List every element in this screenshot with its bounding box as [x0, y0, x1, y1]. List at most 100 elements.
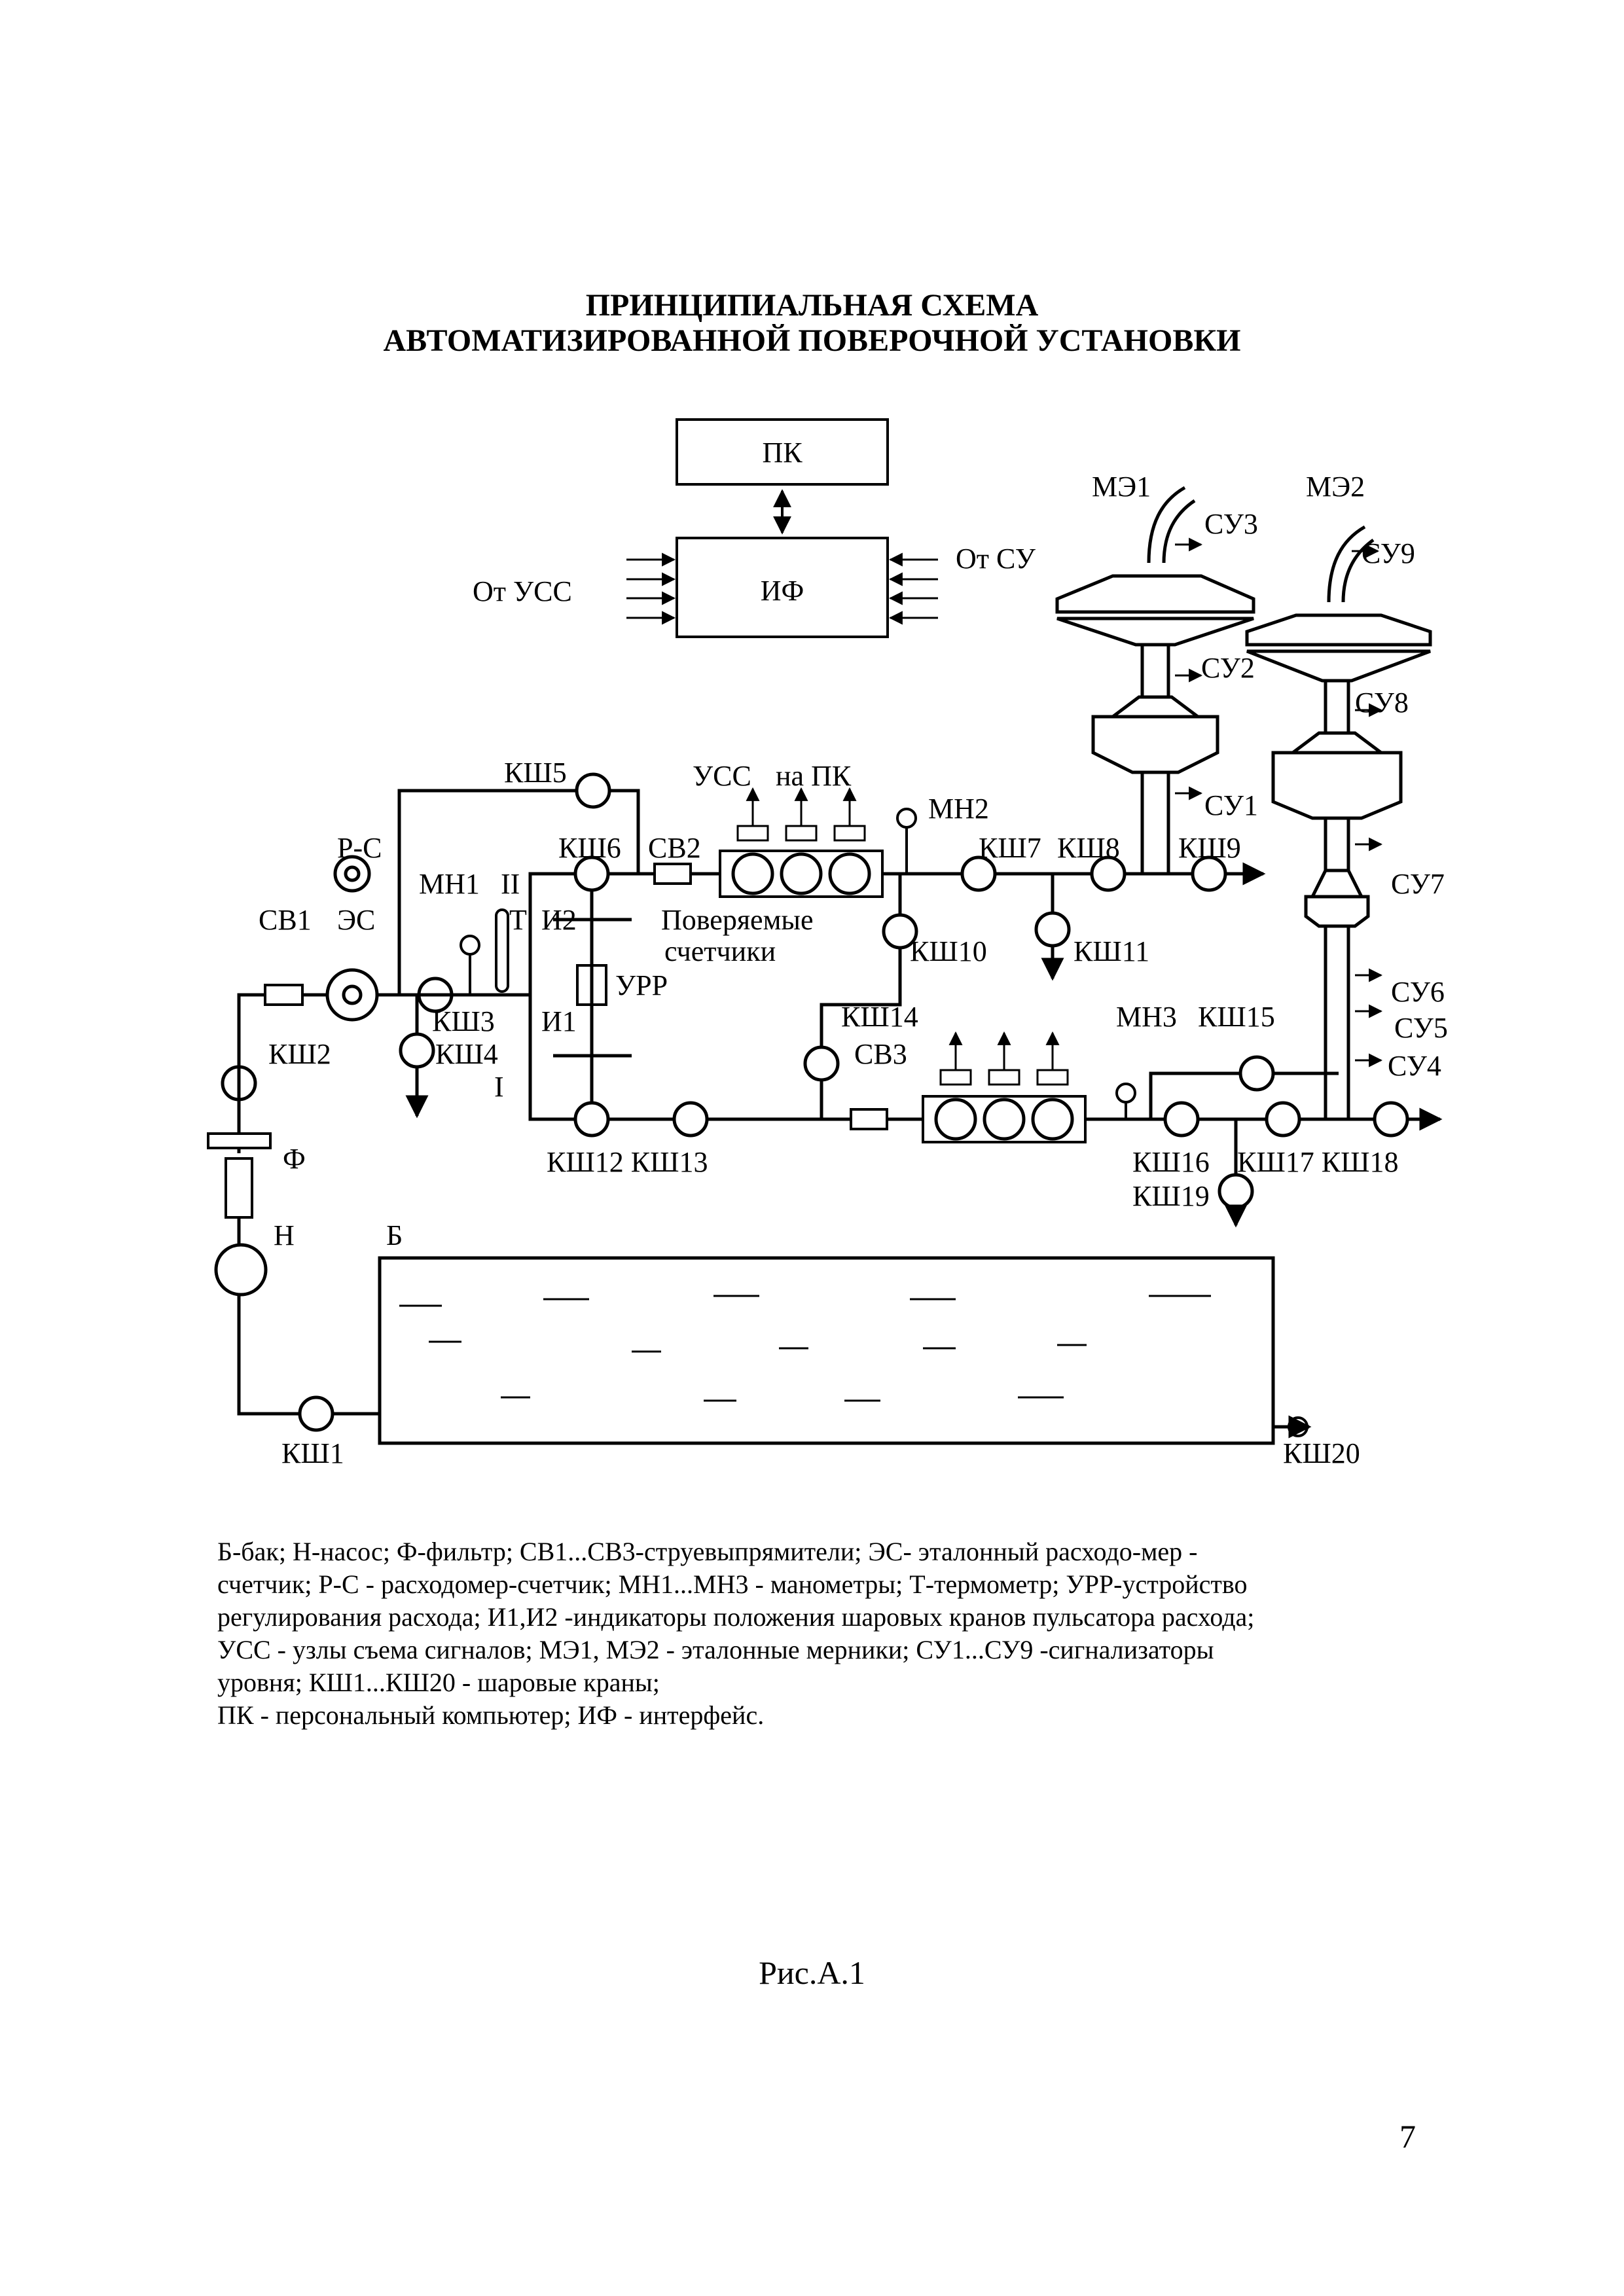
label-roman2: II: [501, 868, 520, 900]
me1-upper-vessel-cone: [1056, 617, 1254, 647]
label-ksh17-18: КШ17 КШ18: [1237, 1146, 1398, 1178]
counter-upper-1: [731, 852, 774, 895]
legend-line: уровня; КШ1...КШ20 - шаровые краны;: [217, 1668, 660, 1697]
label-su8: СУ8: [1355, 687, 1409, 719]
title-line-2: АВТОМАТИЗИРОВАННОЙ ПОВЕРОЧНОЙ УСТАНОВКИ: [383, 323, 1241, 358]
label-na-pk: на ПК: [776, 760, 852, 792]
label-es: ЭС: [337, 904, 375, 936]
me2-lower-vessel-top: [1309, 869, 1365, 899]
pipe-bypass-ksh5: [397, 789, 640, 995]
label-ksh6: КШ6: [558, 832, 621, 864]
label-ksh11: КШ11: [1074, 935, 1149, 967]
legend-line: ПК - персональный компьютер; ИФ - интерф…: [217, 1700, 765, 1730]
label-ot-uss: От УСС: [473, 575, 572, 607]
legend-line: Б-бак; Н-насос; Ф-фильтр; СВ1...СВ3-стру…: [217, 1537, 1198, 1566]
label-sv3: СВ3: [854, 1038, 907, 1070]
flowmeter-rs-inner: [344, 865, 361, 882]
valve-ksh15: [1238, 1055, 1275, 1092]
uss-upper: [736, 787, 866, 842]
label-i1: И1: [541, 1005, 577, 1037]
su-input-arrows: [888, 552, 938, 625]
label-su6: СУ6: [1391, 976, 1445, 1008]
label-me2: МЭ2: [1306, 471, 1365, 503]
pipe-ksh10-down: [820, 948, 902, 1047]
me2-mid-vessel-top: [1288, 731, 1386, 755]
pipe-pulsator-frame: [528, 872, 576, 1121]
label-urr: УРР: [615, 969, 668, 1001]
label-mn3: МН3: [1116, 1001, 1177, 1033]
filter-cap: [207, 1132, 272, 1149]
valve-ksh12: [573, 1101, 610, 1138]
legend-line: счетчик; Р-С - расходомер-счетчик; МН1..…: [217, 1570, 1248, 1599]
pump: [214, 1243, 268, 1297]
uss-lower: [939, 1031, 1069, 1086]
label-su5: СУ5: [1394, 1012, 1448, 1044]
flowmeter-rs: [333, 855, 371, 893]
counter-lower-3: [1031, 1098, 1074, 1141]
page-number: 7: [1399, 2118, 1416, 2155]
label-rs: Р-С: [337, 832, 382, 864]
pk-box: [676, 418, 889, 486]
counter-upper-3: [828, 852, 871, 895]
flow-straightener-sv2: [653, 863, 692, 885]
label-uss: УСС: [693, 760, 751, 792]
label-b: Б: [386, 1219, 403, 1251]
label-ksh9: КШ9: [1178, 832, 1241, 864]
level-sensor-arrows: [1175, 537, 1383, 1067]
label-ot-su: От СУ: [956, 543, 1036, 575]
valve-ksh18: [1373, 1101, 1409, 1138]
counter-lower-1: [934, 1098, 977, 1141]
label-ksh20: КШ20: [1283, 1437, 1360, 1469]
valve-ksh13: [672, 1101, 709, 1138]
label-n: Н: [274, 1219, 295, 1251]
valve-ksh17: [1265, 1101, 1301, 1138]
me1-lower-vessel: [1091, 715, 1219, 774]
pipe-ksh15: [1149, 1071, 1339, 1119]
flow-straightener-sv3: [850, 1108, 888, 1130]
label-su2: СУ2: [1201, 652, 1255, 684]
label-ksh4: КШ4: [435, 1038, 498, 1070]
flow-straightener-sv1: [264, 984, 304, 1006]
label-sv2: СВ2: [648, 832, 701, 864]
label-f: Ф: [283, 1143, 306, 1175]
filter: [225, 1157, 253, 1219]
tank-water-lines: [399, 1295, 1211, 1402]
label-t: Т: [509, 904, 527, 936]
label-sv1: СВ1: [259, 904, 312, 936]
label-if: ИФ: [761, 575, 804, 607]
tank: [378, 1256, 1275, 1445]
label-ksh14: КШ14: [841, 1001, 918, 1033]
label-ksh3: КШ3: [432, 1005, 495, 1037]
label-counters-1: Поверяемые: [661, 904, 814, 936]
me1-inlet-pipe: [1147, 486, 1186, 564]
label-ksh15: КШ15: [1198, 1001, 1275, 1033]
me2-mid-vessel: [1271, 751, 1403, 820]
label-ksh7: КШ7: [979, 832, 1041, 864]
label-i2: И2: [541, 904, 577, 936]
flow-regulator-urr: [576, 964, 607, 1006]
me1-inlet-pipe-b: [1162, 499, 1196, 564]
valve-ksh1: [298, 1395, 334, 1432]
valve-ksh3: [417, 977, 454, 1013]
valve-ksh11: [1034, 911, 1071, 948]
reference-meter-es-inner: [342, 984, 363, 1005]
label-ksh10: КШ10: [910, 935, 987, 967]
label-roman1: I: [494, 1071, 504, 1103]
valve-ksh19: [1218, 1173, 1254, 1210]
legend: Б-бак; Н-насос; Ф-фильтр; СВ1...СВ3-стру…: [217, 1535, 1500, 1732]
label-ksh8: КШ8: [1057, 832, 1120, 864]
me2-upper-vessel-cone: [1246, 649, 1431, 683]
me2-upper-vessel: [1245, 613, 1432, 647]
me1-upper-vessel: [1055, 574, 1255, 614]
valve-ksh5: [575, 772, 611, 809]
legend-line: регулирования расхода; И1,И2 -индикаторы…: [217, 1602, 1255, 1632]
if-box: [676, 537, 889, 638]
legend-line: УСС - узлы съема сигналов; МЭ1, МЭ2 - эт…: [217, 1635, 1214, 1664]
label-su7: СУ7: [1391, 868, 1445, 900]
uss-input-arrows: [626, 552, 676, 625]
label-me1: МЭ1: [1092, 471, 1151, 503]
label-pk: ПК: [762, 437, 803, 469]
thermometer-t: [495, 908, 509, 993]
label-su4: СУ4: [1388, 1050, 1441, 1082]
figure-caption: Рис.А.1: [759, 1954, 865, 1991]
